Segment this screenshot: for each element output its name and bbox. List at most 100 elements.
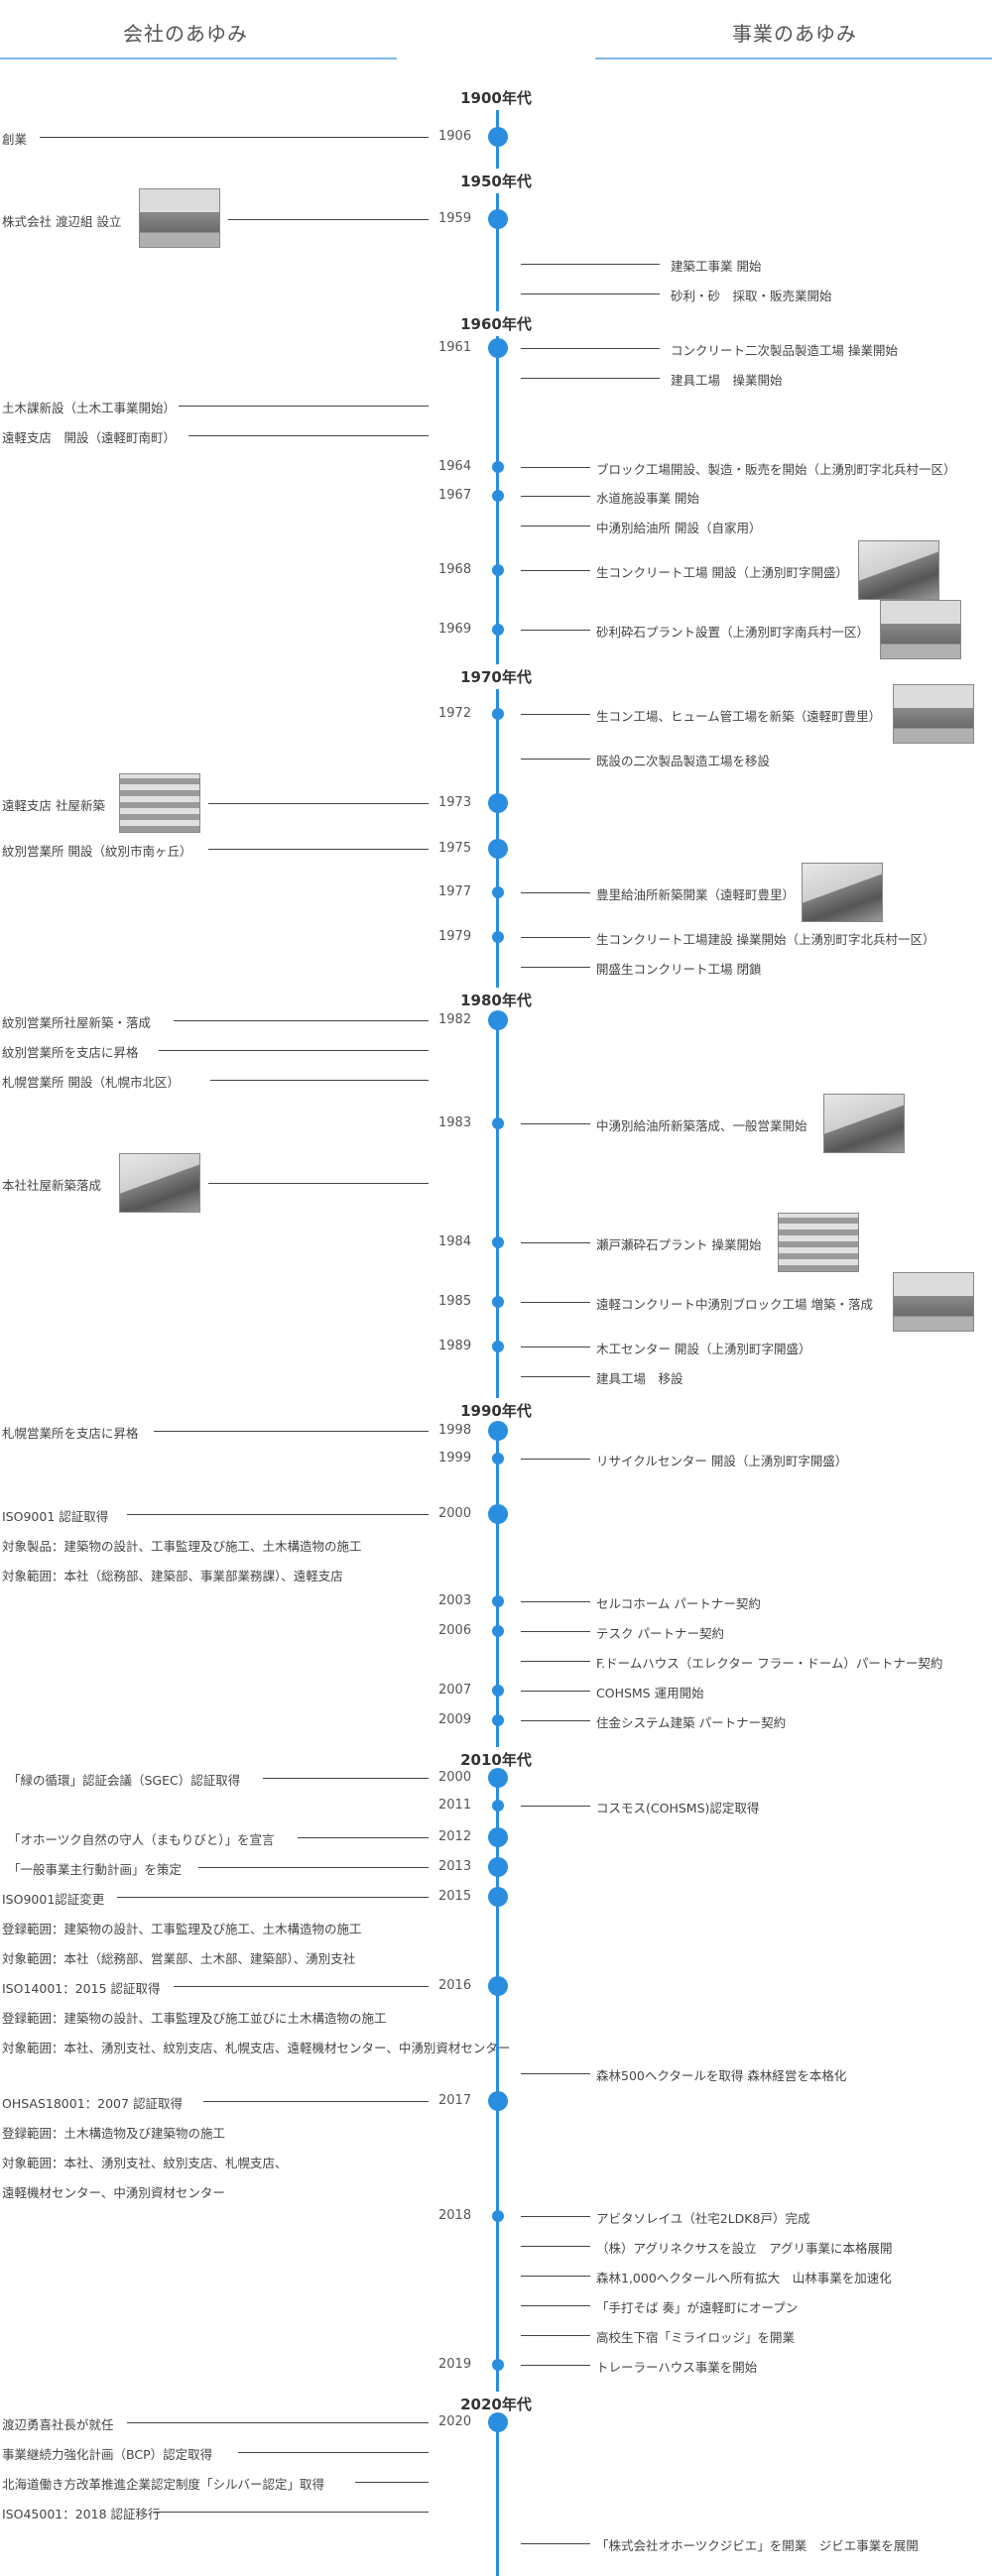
business-event: リサイクルセンター 開設（上湧別町字開盛） [596,1454,848,1468]
head-office-photo [119,1153,200,1213]
business-event: 砂利・砂 採取・販売業開始 [671,289,832,303]
connector-line [521,570,590,571]
year-label: 1985 [438,1294,472,1309]
business-event: 生コンクリート工場 開設（上湧別町字開盛） [596,565,848,580]
connector-line [208,849,429,850]
year-label: 1999 [438,1451,472,1465]
business-event: COHSMS 運用開始 [596,1686,704,1700]
company-event: 対象製品：建築物の設計、工事監理及び施工、土木構造物の施工 [2,1539,362,1554]
gravel-plant-photo [880,600,961,659]
timeline-dot [487,2091,508,2111]
connector-line [154,1431,429,1432]
era-label: 1980年代 [454,988,538,1012]
timeline-dot [491,490,504,502]
connector-line [228,219,429,220]
company-event: 遠軽支店 社屋新築 [2,798,105,813]
business-event: セルコホーム パートナー契約 [596,1596,761,1611]
timeline-dot [491,1625,504,1637]
timeline-dot [487,127,508,147]
timeline-dot [487,1421,508,1441]
timeline-dot [491,1341,504,1352]
business-event: 建具工場 操業開始 [671,373,783,388]
business-history-header: 事業のあゆみ [732,22,857,46]
year-label: 1975 [438,841,472,856]
timeline-dot [491,931,504,943]
timeline-dot [487,1827,508,1847]
year-label: 1969 [438,622,472,637]
timeline-dot [487,209,508,229]
connector-line [174,1020,429,1021]
company-event: 札幌営業所を支店に昇格 [2,1426,139,1441]
business-event: F.ドームハウス（エレクター フラー・ドーム）パートナー契約 [596,1656,943,1671]
year-label: 1979 [438,929,472,944]
right-header-underline [595,58,992,59]
year-label: 1964 [438,459,472,474]
company-event: 登録範囲：建築物の設計、工事監理及び施工並びに土木構造物の施工 [2,2011,387,2026]
era-label: 1990年代 [454,1398,538,1423]
year-label: 1998 [438,1423,472,1438]
timeline-axis [496,95,499,2576]
connector-line [127,1514,429,1515]
company-event: 対象範囲：本社、湧別支社、紋別支店、札幌支店、 [2,2156,288,2170]
connector-line [521,293,660,294]
company-event: 紋別営業所を支店に昇格 [2,1045,139,1060]
year-label: 1973 [438,795,472,810]
company-event: 遠軽支店 開設（遠軽町南町） [2,430,177,445]
connector-line [188,435,429,436]
business-event: テスク パートナー契約 [596,1626,724,1641]
year-label: 2017 [438,2093,472,2108]
connector-line [521,378,660,379]
timeline-dot [491,1117,504,1129]
year-label: 2011 [438,1798,472,1813]
timeline-dot [491,2359,504,2371]
connector-line [208,1183,429,1184]
timeline-dot [491,1800,504,1812]
company-event: ISO14001：2015 認証取得 [2,1981,161,1996]
year-label: 2012 [438,1829,472,1844]
era-label: 2010年代 [454,1747,538,1772]
connector-line [154,2512,429,2513]
connector-line [521,2543,590,2544]
year-label: 1983 [438,1115,472,1130]
engaru-branch-photo [119,773,200,833]
business-event: トレーラーハウス事業を開始 [596,2360,758,2375]
timeline-dot [487,1887,508,1907]
connector-line [521,2246,590,2247]
connector-line [298,1837,429,1838]
company-event: 渡辺勇喜社長が就任 [2,2417,114,2432]
business-event: 森林1,000ヘクタールへ所有拡大 山林事業を加速化 [596,2271,892,2285]
timeline-dot [491,1714,504,1726]
company-event: OHSAS18001：2007 認証取得 [2,2096,183,2111]
timeline-dot [487,1857,508,1877]
timeline-dot [487,2412,508,2432]
connector-line [521,2073,590,2074]
era-label: 1960年代 [454,311,538,336]
business-event: 瀬戸瀬砕石プラント 操業開始 [596,1237,762,1252]
company-event: 登録範囲：建築物の設計、工事監理及び施工、土木構造物の施工 [2,1922,362,1936]
connector-line [174,1986,429,1987]
year-label: 2013 [438,1859,472,1874]
year-label: 2019 [438,2357,472,2372]
timeline-dot [491,564,504,576]
year-label: 2020 [438,2414,472,2429]
business-event: 「株式会社オホーツクジビエ」を開業 ジビエ事業を展開 [596,2538,919,2553]
company-event: 土木課新設（土木工事業開始） [2,401,177,415]
timeline-dot [487,338,508,358]
year-label: 2007 [438,1683,472,1698]
year-label: 2003 [438,1593,472,1608]
year-label: 2009 [438,1712,472,1727]
company-event: 北海道働き方改革推進企業認定制度「シルバー認定」取得 [2,2477,325,2492]
business-event: 遠軽コンクリート中湧別ブロック工場 増築・落成 [596,1297,873,1312]
timeline-dot [491,708,504,720]
business-event: 生コンクリート工場建設 操業開始（上湧別町字北兵村一区） [596,932,935,947]
business-event: 木工センター 開設（上湧別町字開盛） [596,1342,811,1356]
timeline-dot [487,1768,508,1788]
connector-line [521,2305,590,2306]
connector-line [263,1778,429,1779]
hume-pipe-factory-photo [893,684,974,744]
company-event: 対象範囲：本社（総務部、建築部、事業部業務課）、遠軽支店 [2,1569,343,1583]
timeline-dot [491,1296,504,1308]
timeline-dot [487,1010,508,1030]
connector-line [521,2365,590,2366]
year-label: 2006 [438,1623,472,1638]
